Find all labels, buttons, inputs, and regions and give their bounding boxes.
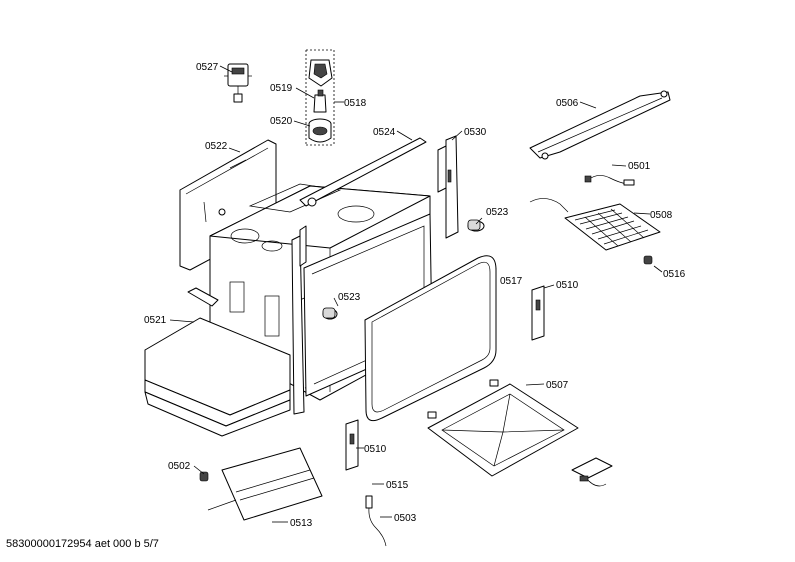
label-0503: 0503 <box>394 513 417 524</box>
label-0530: 0530 <box>464 127 487 138</box>
label-0510-upper: 0510 <box>556 280 579 291</box>
part-0527-drawing <box>224 63 252 103</box>
document-id: 58300000172954 aet 000 b 5/7 <box>6 538 159 550</box>
label-0523-lower: 0523 <box>338 292 361 303</box>
label-0522: 0522 <box>205 141 228 152</box>
part-0510-lower-drawing <box>345 419 359 471</box>
part-0513-drawing <box>207 447 323 521</box>
part-0518-group-drawing <box>305 49 335 146</box>
part-0515-drawing <box>365 495 387 547</box>
label-0516: 0516 <box>663 269 686 280</box>
part-switch-bottom-drawing <box>571 457 613 487</box>
label-0519: 0519 <box>270 83 293 94</box>
label-0510-lower: 0510 <box>364 444 387 455</box>
label-0502: 0502 <box>168 461 191 472</box>
part-0521-drawing <box>144 287 291 437</box>
label-0517: 0517 <box>500 276 523 287</box>
leader-lines <box>169 65 663 523</box>
label-0523-upper: 0523 <box>486 207 509 218</box>
part-0510-upper-drawing <box>531 285 545 341</box>
label-0501: 0501 <box>628 161 651 172</box>
part-0506-drawing <box>529 90 671 160</box>
label-0507: 0507 <box>546 380 569 391</box>
part-0507-drawing <box>427 379 579 477</box>
part-0523-upper-drawing <box>467 219 485 232</box>
part-0524-drawing <box>299 137 427 207</box>
part-0523-lower-drawing <box>322 307 338 320</box>
label-0506: 0506 <box>556 98 579 109</box>
label-0515: 0515 <box>386 480 409 491</box>
part-0501-drawing <box>584 175 635 186</box>
part-0517-drawing <box>364 255 497 422</box>
part-0530-drawing <box>437 135 459 239</box>
label-0518: 0518 <box>344 98 367 109</box>
part-0508-drawing <box>529 198 661 251</box>
label-0521: 0521 <box>144 315 167 326</box>
part-0516-drawing <box>643 255 653 265</box>
label-0524: 0524 <box>373 127 396 138</box>
label-0527: 0527 <box>196 62 219 73</box>
label-0513: 0513 <box>290 518 313 529</box>
label-0508: 0508 <box>650 210 673 221</box>
label-0520: 0520 <box>270 116 293 127</box>
part-0502-drawing <box>199 471 209 482</box>
